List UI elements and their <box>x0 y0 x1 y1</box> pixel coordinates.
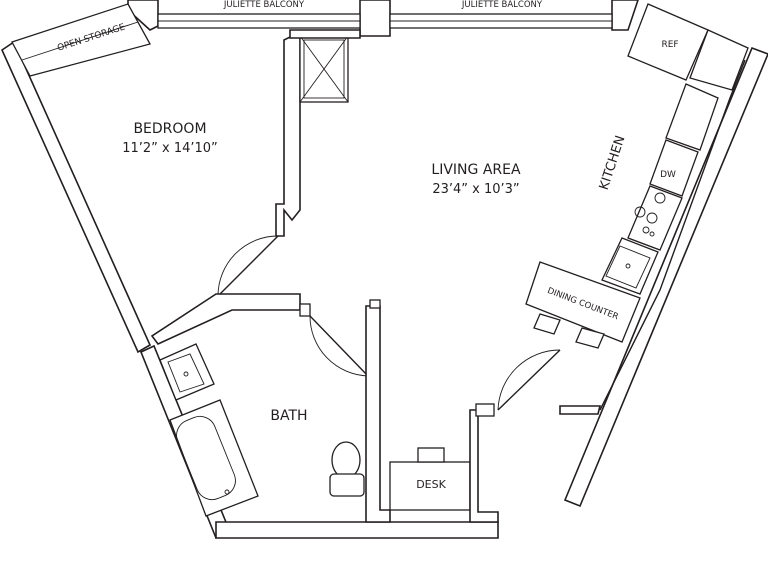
bedroom-name: BEDROOM <box>133 121 206 137</box>
bedroom-dims: 11’2” x 14’10” <box>122 141 218 156</box>
living-name: LIVING AREA <box>431 162 521 178</box>
bath-right-wall <box>365 305 391 523</box>
kitchen-inner-wall <box>599 59 746 411</box>
bottom-wall <box>215 521 499 539</box>
bath-name: BATH <box>270 408 307 424</box>
balcony-right-label: JULIETTE BALCONY <box>461 0 543 10</box>
bath-door <box>299 303 369 377</box>
dw-label: DW <box>660 170 676 180</box>
top-right-wall <box>611 0 639 31</box>
left-exterior-wall <box>0 40 152 354</box>
bedroom-partition-wall <box>275 35 301 237</box>
ref-label: REF <box>661 40 678 50</box>
cooktop <box>627 185 683 251</box>
living-dims: 23’4” x 10’3” <box>432 182 519 197</box>
wall-stub <box>369 299 381 309</box>
bedroom-bath-wall <box>150 293 301 345</box>
bedroom-door <box>217 235 279 297</box>
entry-right-wall <box>559 405 602 415</box>
closet-shaft <box>299 35 349 103</box>
kitchen-sink <box>601 237 659 295</box>
balcony-left <box>157 13 361 29</box>
top-middle-wall <box>359 0 391 37</box>
entry-jamb <box>475 403 495 417</box>
desk <box>389 447 471 511</box>
kitchen-name: KITCHEN <box>597 134 629 192</box>
open-storage <box>11 3 151 77</box>
bath-sink <box>159 343 215 401</box>
entry-door <box>497 349 561 411</box>
desk-label: DESK <box>416 478 446 491</box>
closet-top-wall <box>289 29 361 39</box>
toilet <box>329 441 365 497</box>
bathtub <box>169 399 259 517</box>
balcony-left-label: JULIETTE BALCONY <box>223 0 305 10</box>
bar-stools <box>533 313 605 349</box>
refrigerator <box>627 3 749 91</box>
dishwasher <box>649 139 699 197</box>
entry-wall <box>469 409 499 523</box>
kitchen-cabinet <box>665 83 719 151</box>
dining-counter <box>525 261 641 343</box>
right-exterior-wall <box>563 46 768 508</box>
balcony-right <box>389 13 613 29</box>
